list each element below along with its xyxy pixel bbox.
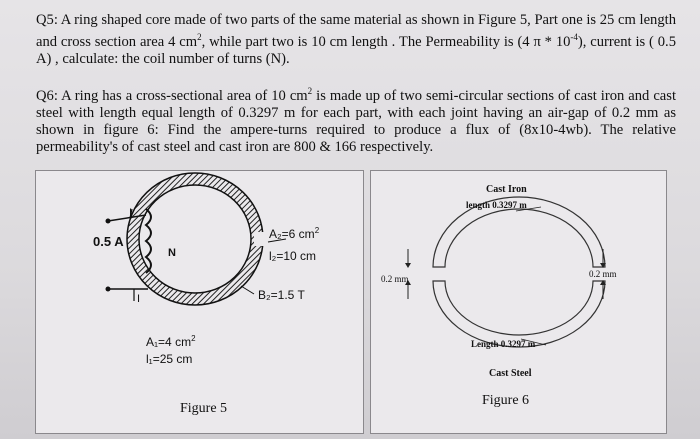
air-gap-left-label: 0.2 mm xyxy=(381,274,409,284)
q5-superscript-area: 2 xyxy=(197,32,202,42)
core-ring-inner xyxy=(138,184,252,294)
q5-superscript-exponent: -4 xyxy=(570,32,578,42)
figure-6-drawing xyxy=(405,196,606,348)
coil-winding xyxy=(144,208,152,274)
cast-iron-section xyxy=(432,196,606,268)
turns-label: N xyxy=(168,247,176,259)
q6-text-part-b: is made up of two semi-circular sections… xyxy=(36,87,677,155)
flux-density-2-label: B₂=1.5 T xyxy=(258,288,305,302)
figure-5-drawing xyxy=(105,172,287,306)
figure-5-panel: 0.5 A N I I A₂=6 cm2 l₂=10 cm B₂=1.5 T A… xyxy=(35,170,364,434)
q5-text-part-a: Q5: A ring shaped core made of two parts… xyxy=(36,12,676,50)
figure-5-caption: Figure 5 xyxy=(180,401,228,416)
figure-6-caption: Figure 6 xyxy=(482,393,530,408)
question-6-text: Q6: A ring has a cross-sectional area of… xyxy=(36,83,676,156)
q6-superscript-area: 2 xyxy=(307,86,313,96)
current-marker-top: I xyxy=(129,207,133,219)
air-gap-right-label: 0.2 mm xyxy=(589,269,617,279)
cast-steel-label: Cast Steel xyxy=(489,368,532,379)
figure-6-panel: Cast Iron length 0.3297 m 0.2 mm 0.2 mm … xyxy=(370,170,667,434)
length-2-label: l₂=10 cm xyxy=(269,249,317,263)
cast-iron-label: Cast Iron xyxy=(486,184,527,195)
area-2-label: A₂=6 cm2 xyxy=(269,226,320,241)
area-1-label: A₁=4 cm2 xyxy=(146,334,196,349)
cast-iron-length-label: length 0.3297 m xyxy=(466,200,527,210)
q5-text-part-c: ), current is ( 0.5 A) , calculate: the … xyxy=(36,33,676,67)
length-1-label: l₁=25 cm xyxy=(146,352,193,366)
q5-text-part-b: , while part two is 10 cm length . The P… xyxy=(201,33,571,50)
current-marker-bottom: I xyxy=(137,293,141,305)
cast-steel-length-label: Length 0.3297 m xyxy=(471,339,536,349)
current-value-label: 0.5 A xyxy=(93,234,124,249)
question-5-text: Q5: A ring shaped core made of two parts… xyxy=(36,12,676,68)
q6-text-part-a: Q6: A ring has a cross-sectional area of… xyxy=(36,87,308,104)
cast-steel-section xyxy=(432,280,606,348)
